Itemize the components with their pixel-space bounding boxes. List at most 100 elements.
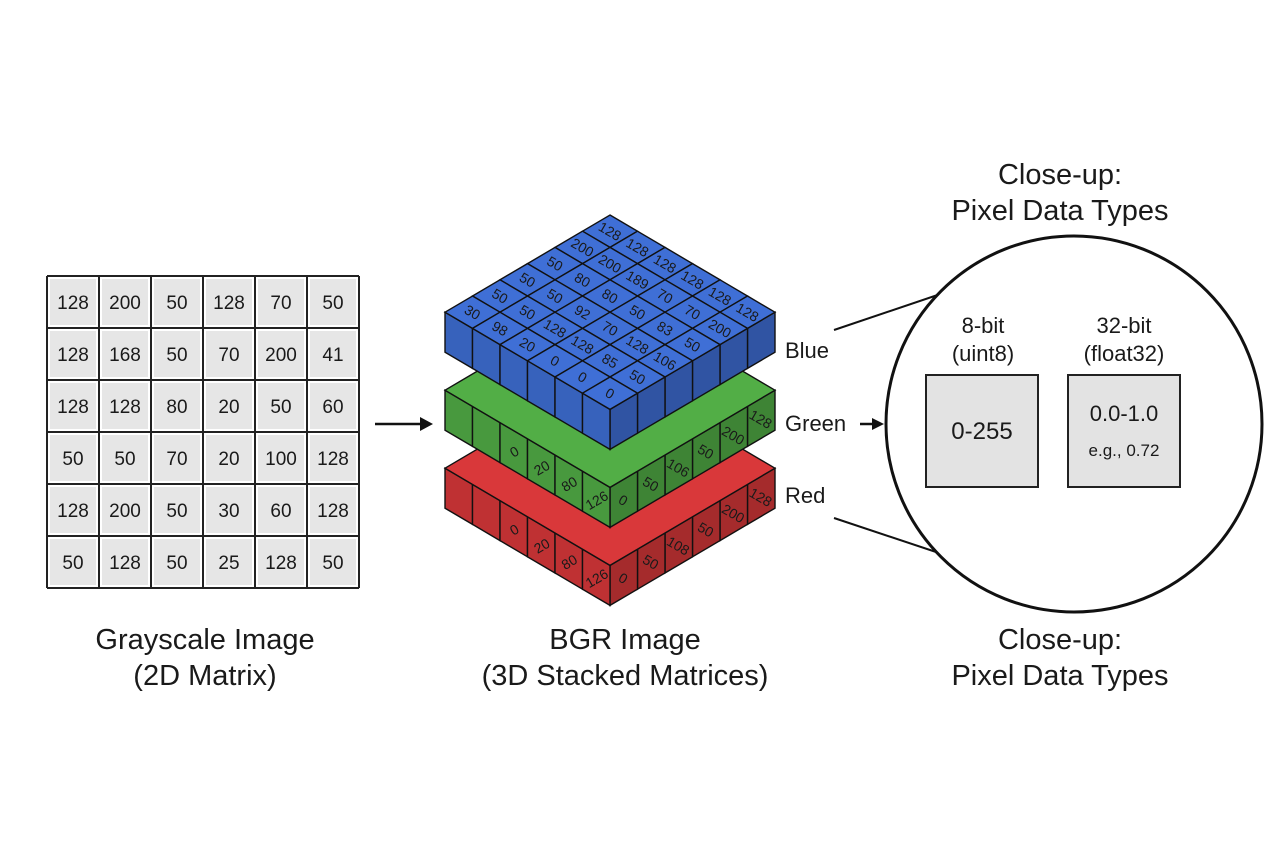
closeup-title-top-line1: Close-up: [997,159,1123,191]
bgr-caption-line1: BGR Image [549,624,701,656]
cell-fill [310,539,356,585]
cell-fill [206,487,252,533]
matrix-cell: 70 [154,435,200,481]
cube-top-value: 70 [654,285,676,307]
matrix-cell: 60 [258,487,304,533]
cube-side-value: 50 [695,519,717,541]
cell-fill [206,539,252,585]
cube-top-value: 50 [544,285,566,307]
closeup-caption-bottom-line2: Pixel Data Types [951,660,1169,692]
cell-value: 50 [166,501,187,522]
matrix-cell: 50 [154,279,200,325]
cube-top-value: 20 [517,334,539,356]
cube-top-value: 50 [544,253,566,275]
grayscale-caption-line1: Grayscale Image [95,624,315,656]
cell-value: 50 [322,553,343,574]
cell-value: 70 [218,345,239,366]
matrix-cell: 60 [310,383,356,429]
matrix-cell: 50 [50,539,96,585]
cell-value: 168 [109,345,141,366]
cell-fill [310,487,356,533]
cell-fill [206,435,252,481]
matrix-cell: 20 [206,435,252,481]
closeup-caption-bottom-line1: Close-up: [997,624,1123,656]
cell-value: 60 [322,397,343,418]
cell-value: 50 [114,449,135,470]
cube-side-value: 20 [531,535,553,557]
cell-value: 41 [322,345,343,366]
cell-fill [50,383,96,429]
arrow-green-to-closeup [860,418,884,430]
red-channel-label: Red [785,483,825,508]
cell-value: 128 [57,345,89,366]
cell-fill [310,383,356,429]
green-channel-label: Green [785,411,846,436]
cube-top-value: 98 [489,318,511,340]
cell-fill [258,279,304,325]
grayscale-caption-line2: (2D Matrix) [133,660,277,692]
matrix-cell: 168 [102,331,148,377]
cell-fill [50,487,96,533]
cell-fill [50,279,96,325]
matrix-cell: 50 [154,331,200,377]
cube-top-value: 83 [654,318,676,340]
cube-side-value: 20 [531,457,553,479]
cell-fill [50,435,96,481]
cell-fill [154,435,200,481]
matrix-cell: 128 [50,331,96,377]
matrix-cell: 50 [310,279,356,325]
cube-top-face [581,376,639,411]
matrix-cell: 50 [258,383,304,429]
cube-top-value: 92 [572,301,594,323]
cell-value: 128 [57,293,89,314]
cell-value: 128 [57,501,89,522]
matrix-cell: 128 [102,539,148,585]
cell-value: 128 [317,449,349,470]
cell-fill [50,539,96,585]
cell-value: 128 [265,553,297,574]
matrix-cell: 50 [154,487,200,533]
cell-fill [310,435,356,481]
cube-top-value: 50 [627,366,649,388]
cube-top-value: 50 [682,334,704,356]
cube-top-value: 70 [682,301,704,323]
cube-top-value: 50 [517,301,539,323]
cube-top-value: 50 [627,301,649,323]
matrix-cell: 50 [310,539,356,585]
matrix-cell: 80 [154,383,200,429]
blue-channel-label: Blue [785,338,829,363]
cell-fill [154,539,200,585]
bgr-stack: 1282005010850012680200128200501065001268… [443,214,777,607]
cell-fill [102,383,148,429]
float32-label-line1: 32-bit [1096,313,1151,338]
channel-labels: Blue Green Red [785,338,846,508]
cell-value: 100 [265,449,297,470]
cell-value: 50 [322,293,343,314]
cell-fill [102,539,148,585]
cell-value: 50 [166,293,187,314]
matrix-cell: 25 [206,539,252,585]
cell-fill [102,331,148,377]
grayscale-caption: Grayscale Image (2D Matrix) [40,622,370,694]
cell-value: 60 [270,501,291,522]
matrix-cell: 128 [258,539,304,585]
matrix-cell: 128 [310,487,356,533]
cell-value: 50 [166,345,187,366]
cell-value: 20 [218,397,239,418]
cube-top-value: 85 [599,350,621,372]
cell-fill [258,539,304,585]
cell-fill [102,487,148,533]
matrix-cell: 20 [206,383,252,429]
matrix-cell: 200 [102,487,148,533]
cube-side-value: 50 [640,551,662,573]
cell-fill [258,487,304,533]
matrix-cell: 70 [206,331,252,377]
cube-top-value: 50 [517,269,539,291]
matrix-cell: 128 [50,487,96,533]
cell-fill [154,383,200,429]
float32-box [1067,374,1181,488]
cell-fill [258,383,304,429]
matrix-cell: 128 [50,383,96,429]
cell-fill [102,435,148,481]
float32-label-line2: (float32) [1084,341,1165,366]
